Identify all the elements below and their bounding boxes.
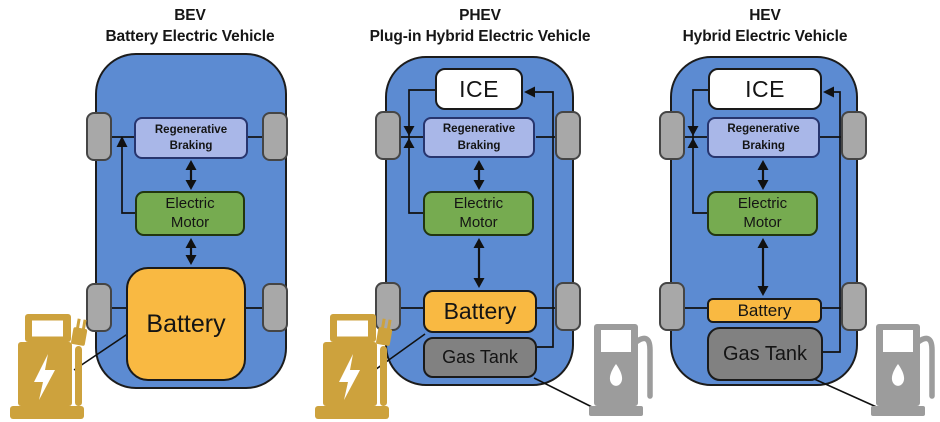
- pump-hose: [915, 335, 935, 399]
- wheel-icon: [262, 112, 288, 161]
- phev-gastank-to-ice-line: [535, 91, 554, 348]
- hev-arrowhead: [757, 238, 769, 248]
- phev-wheels: [375, 111, 581, 331]
- wheel-icon: [555, 282, 581, 331]
- hev-abbr: HEV: [749, 7, 781, 24]
- phev-gastank-to-pump-line: [533, 377, 601, 412]
- plug-prong: [75, 318, 81, 329]
- charger-base: [315, 406, 389, 419]
- hev-arrowhead: [757, 286, 769, 296]
- plug-prong: [81, 319, 87, 330]
- phev-arrowheads: [403, 86, 535, 288]
- hev-arrowhead: [757, 160, 769, 170]
- hev-arrowheads: [687, 86, 834, 296]
- phev-arrowhead: [473, 180, 485, 190]
- wheel-icon: [86, 112, 112, 161]
- hev-bowtie-arrowhead-up: [687, 138, 699, 148]
- phev-battery-box: Battery: [423, 290, 537, 333]
- hev-ice-box: ICE: [708, 68, 822, 110]
- hev-ice-to-motor-line: [692, 89, 708, 214]
- wheel-icon: [841, 111, 867, 160]
- hev-arrowhead: [757, 180, 769, 190]
- ev-charger-icon: [10, 314, 88, 419]
- phev-bowtie-arrowhead-up: [403, 138, 415, 148]
- gas-pump-icon: [871, 324, 935, 416]
- hev-gastank-to-ice-line: [823, 91, 841, 353]
- bev-full-name: Battery Electric Vehicle: [105, 28, 275, 45]
- wheel-icon: [262, 283, 288, 332]
- hev-electric-motor-box: Electric Motor: [707, 191, 818, 236]
- wheel-icon: [375, 111, 401, 160]
- hev-gastank-to-pump-line: [811, 377, 882, 410]
- phev-ice-to-motor-line: [408, 89, 435, 214]
- phev-electric-motor-box: Electric Motor: [423, 191, 534, 236]
- bev-arrowhead: [185, 180, 197, 190]
- charger-cable: [380, 346, 387, 406]
- wheel-icon: [86, 283, 112, 332]
- hev-battery-box: Battery: [707, 298, 822, 323]
- plug-prong: [386, 319, 392, 330]
- plug-icon: [71, 318, 88, 346]
- phev-connection-lines: [371, 89, 601, 412]
- charger-base: [10, 406, 84, 419]
- pump-base: [589, 406, 643, 416]
- fuel-drop-icon: [609, 364, 623, 386]
- bev-title: BEV Battery Electric Vehicle: [70, 5, 310, 47]
- hev-title: HEV Hybrid Electric Vehicle: [645, 5, 885, 47]
- phev-regenerative-braking-box: Regenerative Braking: [423, 117, 535, 158]
- bev-arrowhead: [185, 238, 197, 248]
- phev-title: PHEV Plug-in Hybrid Electric Vehicle: [355, 5, 605, 47]
- wheel-icon: [659, 111, 685, 160]
- pump-hose: [633, 335, 653, 399]
- bev-arrowhead: [185, 160, 197, 170]
- wheel-icon: [375, 282, 401, 331]
- plug-body: [376, 327, 393, 346]
- lightning-bolt-icon: [339, 354, 360, 400]
- bev-regenerative-braking-box: Regenerative Braking: [134, 117, 248, 159]
- bev-wheels: [86, 112, 288, 332]
- phev-ice-box: ICE: [435, 68, 523, 110]
- hev-into-ice-arrowhead: [823, 86, 834, 98]
- phev-arrowhead: [473, 238, 485, 248]
- hev-gas-tank-box: Gas Tank: [707, 327, 823, 381]
- bev-abbr: BEV: [174, 7, 206, 24]
- bev-motor-to-axle-line: [121, 144, 136, 214]
- ev-charger-icon: [315, 314, 393, 419]
- phev-bowtie-arrowhead-down: [403, 126, 415, 136]
- bev-arrowhead: [185, 255, 197, 265]
- bev-charger-to-battery-line: [73, 332, 130, 371]
- charger-cable: [75, 346, 82, 406]
- plug-icon: [376, 318, 393, 346]
- phev-gas-tank-box: Gas Tank: [423, 337, 537, 378]
- pump-screen: [601, 330, 631, 352]
- plug-body: [71, 327, 88, 346]
- phev-full-name: Plug-in Hybrid Electric Vehicle: [369, 28, 591, 45]
- phev-arrowhead: [473, 160, 485, 170]
- bev-up-arrowhead: [116, 136, 128, 147]
- bev-arrowheads: [116, 136, 197, 265]
- fuel-drop-icon: [891, 364, 905, 386]
- hev-full-name: Hybrid Electric Vehicle: [682, 28, 848, 45]
- phev-into-ice-arrowhead: [524, 86, 535, 98]
- bev-electric-motor-box: Electric Motor: [135, 191, 245, 236]
- hev-regenerative-braking-box: Regenerative Braking: [707, 117, 820, 158]
- bev-battery-box: Battery: [126, 267, 246, 381]
- wheel-icon: [659, 282, 685, 331]
- hev-wheels: [659, 111, 867, 331]
- lightning-bolt-icon: [34, 354, 55, 400]
- phev-arrowhead: [473, 278, 485, 288]
- hev-bowtie-arrowhead-down: [687, 126, 699, 136]
- phev-abbr: PHEV: [459, 7, 501, 24]
- gas-pump-icon: [589, 324, 653, 416]
- wheel-icon: [841, 282, 867, 331]
- charger-screen: [32, 320, 63, 337]
- pump-screen: [883, 330, 913, 352]
- plug-prong: [380, 318, 386, 329]
- pump-base: [871, 406, 925, 416]
- charger-screen: [337, 320, 368, 337]
- wheel-icon: [555, 111, 581, 160]
- hev-connection-lines: [684, 89, 882, 410]
